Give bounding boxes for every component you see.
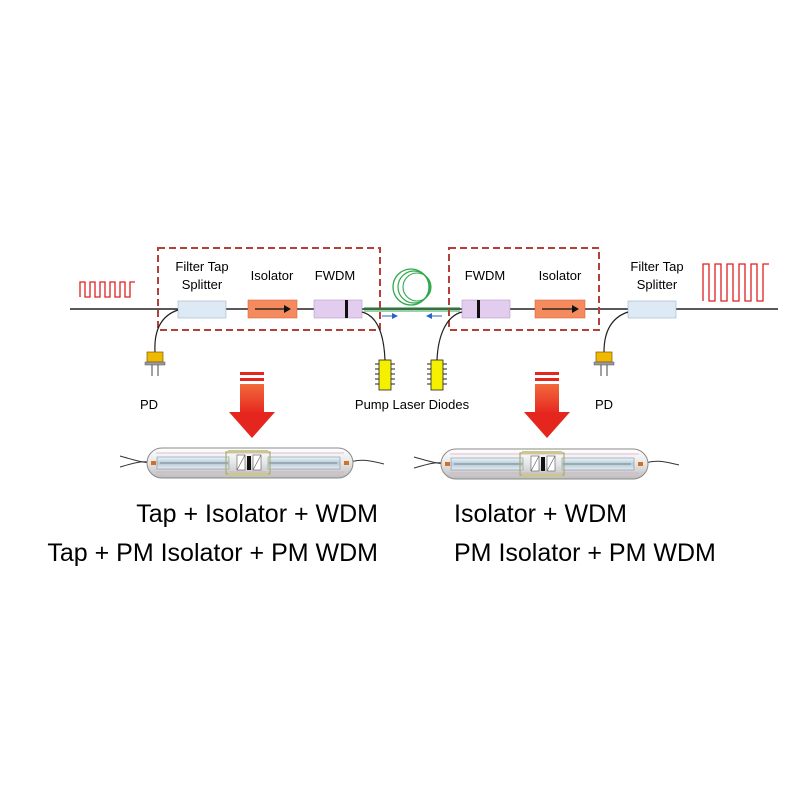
- left-isolator-arrow-icon: [255, 305, 291, 313]
- right-isolator-arrow-icon: [542, 305, 579, 313]
- right-filter-tap-splitter: [627, 300, 677, 319]
- pump-laser-diodes-label: Pump Laser Diodes: [355, 397, 470, 412]
- left-caption-line1: Tap + Isolator + WDM: [136, 500, 378, 528]
- gain-fiber-coil: [364, 268, 460, 312]
- left-isolator-label: Isolator: [251, 268, 294, 283]
- input-signal-pulses: [79, 281, 135, 298]
- right-tap-label-line2: Splitter: [637, 277, 678, 292]
- right-fwdm-filter-mark: [477, 300, 480, 318]
- left-fwdm-filter-mark: [345, 300, 348, 318]
- left-tap-label-line1: Filter Tap: [175, 259, 228, 274]
- right-pump-arrow-icon: [426, 313, 442, 319]
- left-pump-arrow-icon: [382, 313, 398, 319]
- left-photodiode-icon: [144, 351, 166, 376]
- right-pd-fiber: [603, 311, 629, 353]
- left-pump-fiber: [361, 311, 386, 361]
- left-fwdm: [313, 299, 363, 319]
- left-pump-laser-diode-icon: [375, 359, 395, 391]
- right-photodiode-icon: [593, 351, 615, 376]
- right-caption-line1: Isolator + WDM: [454, 500, 627, 528]
- right-down-arrow-icon: [524, 372, 570, 438]
- right-pump-fiber: [436, 311, 463, 361]
- left-down-arrow-icon: [229, 372, 275, 438]
- left-filter-tap-splitter: [177, 300, 227, 319]
- left-fwdm-label: FWDM: [315, 268, 355, 283]
- left-pd-label: PD: [140, 397, 158, 412]
- left-pd-fiber: [154, 309, 179, 353]
- left-module-box: [157, 247, 381, 331]
- right-packaged-component: [413, 448, 680, 480]
- left-tap-label-line2: Splitter: [182, 277, 223, 292]
- right-tap-label-line1: Filter Tap: [630, 259, 683, 274]
- left-packaged-component: [119, 447, 385, 479]
- right-pd-label: PD: [595, 397, 613, 412]
- output-signal-pulses: [702, 263, 769, 302]
- right-isolator-label: Isolator: [539, 268, 582, 283]
- right-fwdm: [461, 299, 511, 319]
- right-pump-laser-diode-icon: [427, 359, 447, 391]
- left-caption-line2: Tap + PM Isolator + PM WDM: [47, 539, 378, 567]
- right-caption-line2: PM Isolator + PM WDM: [454, 539, 716, 567]
- right-module-box: [448, 247, 600, 331]
- right-fwdm-label: FWDM: [465, 268, 505, 283]
